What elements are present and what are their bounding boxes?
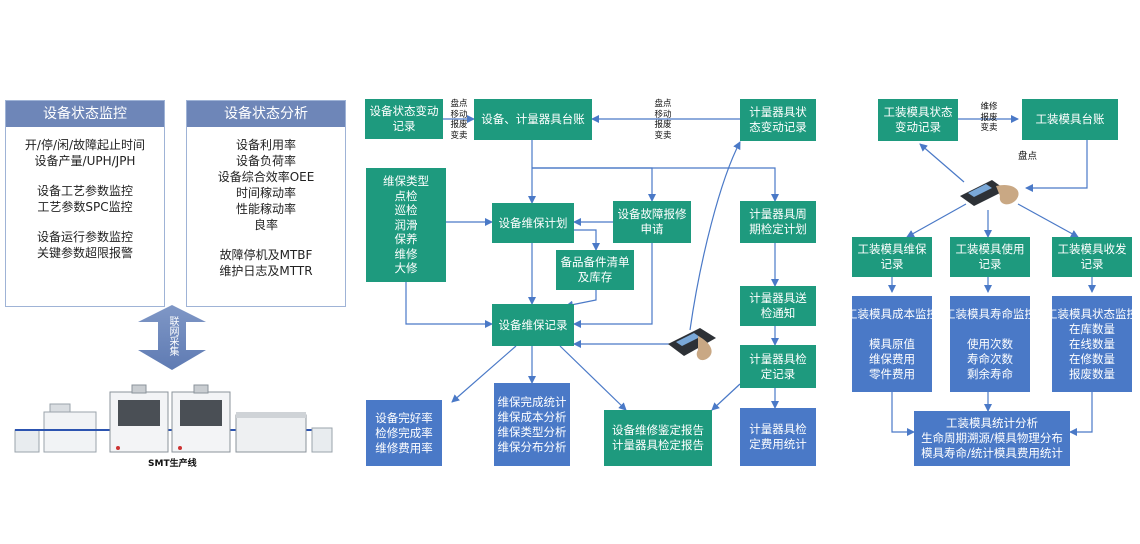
tool-maint-label: 工装模具维保记录 (857, 242, 927, 271)
smt-line-label: SMT生产线 (148, 459, 197, 469)
list-item: 维护日志及MTTR (219, 264, 313, 278)
tool-cost-monitor: 工装模具成本监控 模具原值 维保费用 零件费用 (846, 296, 938, 392)
tool-stat-analysis-label: 工装模具统计分析 生命周期溯源/模具物理分布 模具寿命/统计模具费用统计 (921, 416, 1063, 460)
spare-parts-inventory: 备品备件清单及库存 (556, 250, 634, 290)
equipment-fault-report-request: 设备故障报修申请 (613, 201, 691, 243)
meter-check-label: 计量器具检定记录 (749, 351, 807, 381)
meter-calibration-record: 计量器具检定记录 (740, 345, 816, 388)
list-item: 故障停机及MTBF (219, 248, 313, 262)
meter-status-change-label: 计量器具状态变动记录 (749, 105, 807, 134)
list-item: 时间稼动率 (235, 186, 296, 200)
equipment-meter-ledger-label: 设备、计量器具台账 (481, 112, 585, 126)
tool-cost-monitor-label: 工装模具成本监控 模具原值 维保费用 零件费用 (846, 306, 938, 381)
ledger-operations-left: 盘点 移动 报废 变卖 (450, 99, 468, 141)
tool-send-receive-record: 工装模具收发记录 (1052, 237, 1132, 277)
tool-maintenance-record: 工装模具维保记录 (852, 237, 932, 277)
list-item: 设备运行参数监控 (36, 230, 133, 244)
list-item: 关键参数超限报警 (36, 246, 133, 260)
list-item: 设备工艺参数监控 (36, 184, 133, 198)
meter-periodic-calibration-plan: 计量器具周期检定计划 (740, 201, 816, 243)
tool-operations-label: 维修 报废 变卖 (980, 102, 998, 133)
tool-ledger: 工装模具台账 (1022, 99, 1118, 140)
list-spacer (10, 215, 160, 229)
maintenance-statistics-label: 维保完成统计 维保成本分析 维保类型分析 维保分布分析 (497, 394, 567, 454)
equipment-kpi-label: 设备完好率 检修完成率 维修费用率 (375, 410, 433, 455)
equipment-maintenance-record: 设备维保记录 (492, 304, 574, 346)
fault-report-label: 设备故障报修申请 (617, 207, 687, 236)
list-item: 设备产量/UPH/JPH (34, 154, 136, 168)
tool-life-monitor: 工装模具寿命监控 使用次数 寿命次数 剩余寿命 (944, 296, 1036, 392)
meter-calibration-notice: 计量器具送检通知 (740, 286, 816, 326)
list-item: 设备综合效率OEE (217, 170, 315, 184)
tool-state-monitor-label: 工装模具状态监控 在库数量 在线数量 在修数量 报废数量 (1046, 306, 1138, 381)
tool-statistical-analysis: 工装模具统计分析 生命周期溯源/模具物理分布 模具寿命/统计模具费用统计 (914, 411, 1070, 466)
equipment-meter-ledger: 设备、计量器具台账 (474, 99, 592, 140)
ledger-operations-right: 盘点 移动 报废 变卖 (654, 99, 672, 141)
equipment-status-change-label: 设备状态变动记录 (369, 104, 439, 133)
meter-send-label: 计量器具送检通知 (749, 291, 807, 320)
tool-send-label: 工装模具收发记录 (1057, 242, 1127, 271)
collect-double-arrow (138, 305, 206, 370)
equipment-analysis-title: 设备状态分析 (187, 101, 345, 127)
equipment-maintenance-plan-label: 设备维保计划 (498, 215, 568, 230)
equipment-monitor-list: 开/停/闲/故障起止时间设备产量/UPH/JPH 设备工艺参数监控工艺参数SPC监… (6, 127, 164, 271)
smt-line-illustration (14, 384, 333, 453)
equipment-monitor-panel: 设备状态监控 开/停/闲/故障起止时间设备产量/UPH/JPH 设备工艺参数监控工… (5, 100, 165, 307)
list-spacer (10, 169, 160, 183)
handheld-scanner-right (960, 180, 1019, 206)
calibration-reports-box: 设备维修鉴定报告 计量器具检定报告 (604, 410, 712, 466)
list-item: 良率 (253, 218, 278, 232)
list-item: 开/停/闲/故障起止时间 (24, 138, 146, 152)
tool-inventory-label: 盘点 (1018, 151, 1038, 162)
spare-parts-label: 备品备件清单及库存 (560, 255, 630, 284)
equipment-status-change-record: 设备状态变动记录 (365, 99, 443, 139)
meter-calibration-cost-label: 计量器具检定费用统计 (749, 422, 807, 451)
maintenance-statistics-box: 维保完成统计 维保成本分析 维保类型分析 维保分布分析 (494, 383, 570, 466)
equipment-monitor-title: 设备状态监控 (6, 101, 164, 127)
tool-life-monitor-label: 工装模具寿命监控 使用次数 寿命次数 剩余寿命 (944, 306, 1036, 381)
calibration-reports-label: 设备维修鉴定报告 计量器具检定报告 (612, 423, 704, 452)
list-item: 设备负荷率 (235, 154, 296, 168)
equipment-kpi-box: 设备完好率 检修完成率 维修费用率 (366, 400, 442, 466)
meter-period-label: 计量器具周期检定计划 (749, 207, 807, 236)
list-item: 性能稼动率 (235, 202, 296, 216)
equipment-analysis-panel: 设备状态分析 设备利用率设备负荷率设备综合效率OEE 时间稼动率性能稼动率良率故障… (186, 100, 346, 307)
collect-label: 联网采集 (167, 316, 178, 356)
tool-status-change-label: 工装模具状态变动记录 (883, 105, 953, 134)
equipment-maintenance-plan: 设备维保计划 (492, 203, 574, 243)
meter-status-change-record: 计量器具状态变动记录 (740, 99, 816, 141)
tool-use-label: 工装模具使用记录 (955, 242, 1025, 271)
tool-state-monitor: 工装模具状态监控 在库数量 在线数量 在修数量 报废数量 (1046, 296, 1138, 392)
tool-usage-record: 工装模具使用记录 (950, 237, 1030, 277)
meter-calibration-cost-box: 计量器具检定费用统计 (740, 408, 816, 466)
tool-ledger-label: 工装模具台账 (1035, 112, 1105, 126)
list-item: 设备利用率 (235, 138, 296, 152)
list-item: 工艺参数SPC监控 (37, 200, 133, 214)
maintenance-types: 维保类型 点检 巡检 润滑 保养 维修 大修 (366, 168, 446, 282)
maintenance-types-label: 维保类型 点检 巡检 润滑 保养 维修 大修 (383, 174, 429, 276)
list-spacer (191, 233, 341, 247)
tool-status-change-record: 工装模具状态变动记录 (878, 99, 958, 141)
equipment-analysis-list: 设备利用率设备负荷率设备综合效率OEE 时间稼动率性能稼动率良率故障停机及MTBF… (187, 127, 345, 289)
handheld-scanner-middle (668, 328, 716, 361)
maintenance-record-label: 设备维保记录 (498, 317, 568, 332)
